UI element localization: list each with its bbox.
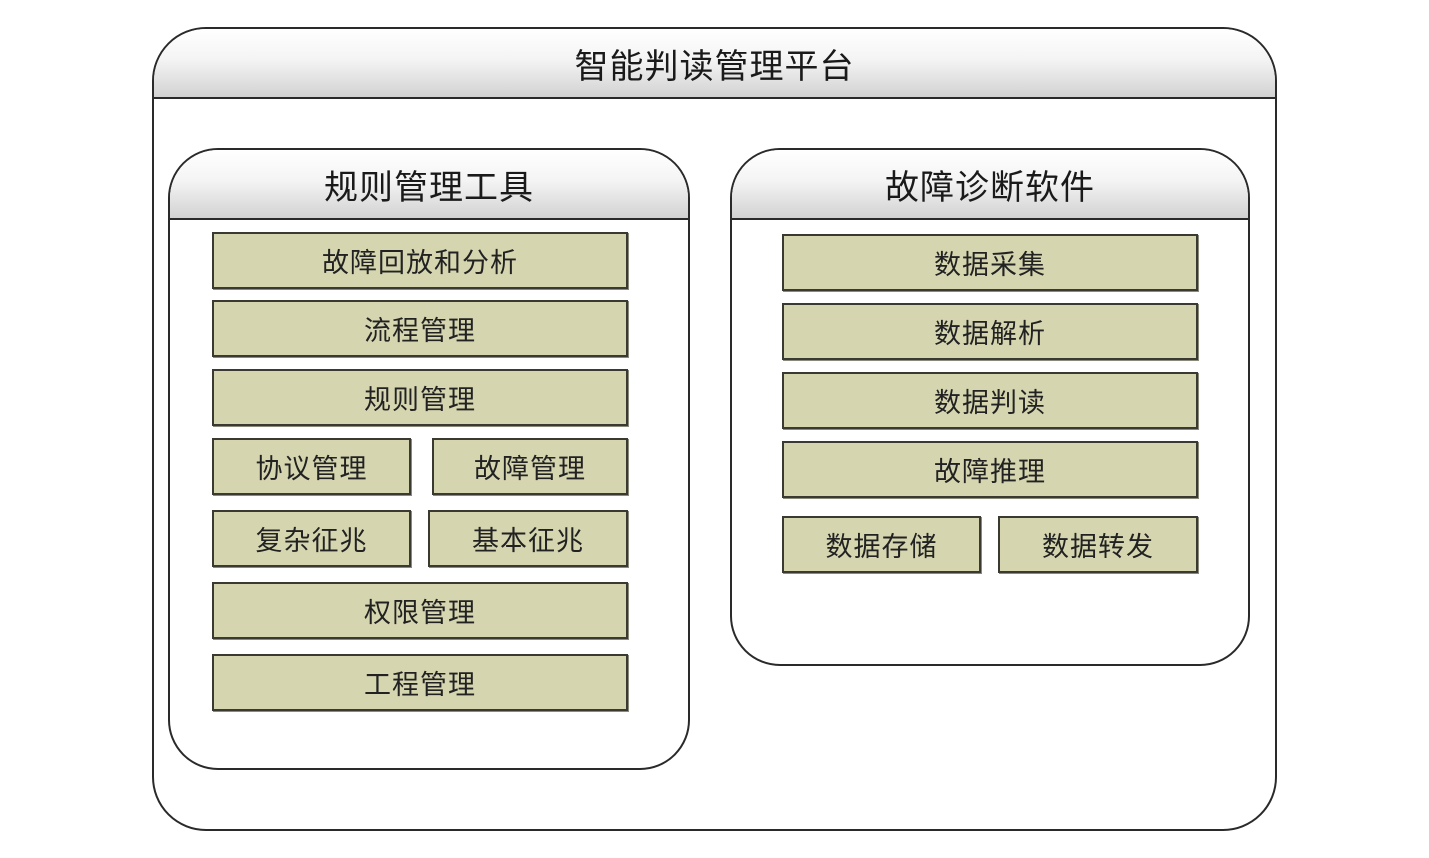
module-process-mgmt: 流程管理 [212, 300, 628, 357]
module-project-mgmt: 工程管理 [212, 654, 628, 711]
module-data-forwarding: 数据转发 [998, 516, 1198, 573]
module-complex-sign: 复杂征兆 [212, 510, 411, 567]
module-rule-mgmt: 规则管理 [212, 369, 628, 426]
module-data-interpretation: 数据判读 [782, 372, 1198, 429]
module-basic-sign: 基本征兆 [428, 510, 628, 567]
module-protocol-mgmt: 协议管理 [212, 438, 411, 495]
module-fault-playback: 故障回放和分析 [212, 232, 628, 289]
rule-tool-title: 规则管理工具 [170, 150, 688, 220]
module-fault-inference: 故障推理 [782, 441, 1198, 498]
module-data-parsing: 数据解析 [782, 303, 1198, 360]
module-fault-mgmt: 故障管理 [432, 438, 628, 495]
platform-title: 智能判读管理平台 [154, 29, 1275, 99]
module-data-storage: 数据存储 [782, 516, 981, 573]
module-data-collection: 数据采集 [782, 234, 1198, 291]
module-permission-mgmt: 权限管理 [212, 582, 628, 639]
diagnosis-software-title: 故障诊断软件 [732, 150, 1248, 220]
